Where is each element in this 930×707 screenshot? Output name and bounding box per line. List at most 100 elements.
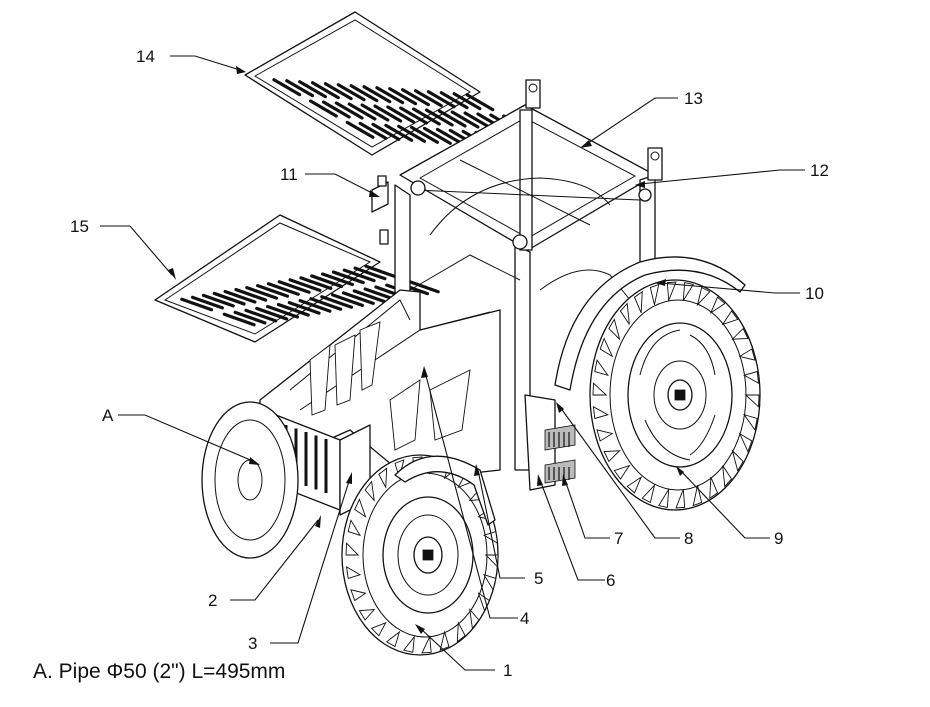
- grating-slot: [336, 83, 366, 102]
- grating-slot: [255, 306, 289, 321]
- grating-slot: [331, 270, 365, 285]
- grating-slot: [426, 90, 456, 109]
- grating-slot: [222, 312, 256, 327]
- tread-lug: [364, 480, 375, 502]
- tread-lug: [358, 609, 376, 621]
- grating-slot: [201, 293, 235, 308]
- grating-slot: [375, 86, 405, 105]
- grating-slot: [358, 121, 388, 140]
- grating-slot: [352, 289, 386, 304]
- grating-slot: [341, 291, 375, 305]
- grating-slot: [191, 295, 224, 310]
- grating-slot: [410, 125, 439, 144]
- tread-lug: [743, 413, 758, 432]
- grating-slot: [331, 293, 364, 307]
- grating-slot: [465, 93, 495, 112]
- tread-lug: [482, 530, 499, 545]
- grating-slot: [276, 302, 310, 317]
- grating-slot: [288, 278, 322, 292]
- grating-slot: [388, 87, 418, 106]
- grating-slot: [373, 104, 403, 123]
- tread-lug: [633, 290, 643, 313]
- tread-lug: [350, 589, 367, 602]
- grating-slot: [386, 105, 416, 124]
- small-plate-11: [371, 175, 389, 245]
- grating-slot: [406, 279, 440, 294]
- grating-slot: [347, 102, 377, 121]
- grating-slot: [298, 80, 327, 99]
- tread-lug: [421, 635, 432, 654]
- rear-wheel-tread: [592, 281, 760, 509]
- grating-slot: [323, 82, 353, 101]
- grating-slot: [463, 111, 493, 130]
- grating-slot: [287, 301, 321, 315]
- tread-lug: [731, 327, 749, 340]
- tread-lug: [626, 476, 643, 494]
- tread-lug: [469, 608, 480, 630]
- grating-slot: [422, 126, 452, 145]
- front-wheel: [341, 454, 499, 656]
- grating-slot: [310, 274, 344, 289]
- tread-lug: [599, 337, 614, 358]
- grating-slot: [384, 123, 414, 142]
- tread-lug: [592, 382, 608, 396]
- tread-lug: [682, 282, 694, 301]
- tread-lug: [709, 296, 726, 314]
- tread-lug: [743, 370, 760, 385]
- callout-labels: 14 15 11 13 12 10 A 2 3 5 4 1 6 7 8 9: [70, 47, 829, 680]
- grating-slot: [233, 310, 267, 325]
- grating-slot: [266, 304, 299, 319]
- grating-slot: [450, 110, 480, 129]
- grating-slot: [424, 108, 454, 127]
- callout-1: 1: [503, 661, 512, 680]
- tread-lug: [345, 542, 360, 556]
- tread-lug: [641, 483, 656, 504]
- grating-slot: [412, 107, 441, 126]
- tread-lug: [666, 281, 677, 301]
- tread-lug: [738, 348, 756, 361]
- callout-8: 8: [684, 529, 693, 548]
- tread-lug: [484, 554, 499, 568]
- grating-slot: [349, 84, 379, 103]
- grating-slot: [244, 308, 278, 323]
- grating-slot: [397, 124, 427, 143]
- grating-slot: [272, 78, 302, 97]
- grating-slot: [371, 122, 401, 141]
- footnote-pipe-spec: A. Pipe Φ50 (2") L=495mm: [33, 660, 286, 683]
- tread-lug: [596, 429, 614, 442]
- tread-lug: [354, 498, 367, 518]
- callout-9: 9: [774, 529, 783, 548]
- tread-lug: [721, 310, 739, 326]
- tread-lug: [385, 630, 401, 648]
- grating-slot: [345, 120, 375, 139]
- callout-15: 15: [70, 217, 89, 236]
- grating-slot: [399, 106, 428, 125]
- callout-5: 5: [534, 569, 543, 588]
- rear-wheel-right: [554, 256, 761, 511]
- grating-slot: [364, 264, 398, 279]
- grating-slot: [212, 291, 246, 306]
- tread-lug: [456, 621, 466, 643]
- tread-lug: [594, 358, 609, 377]
- callout-2: 2: [208, 591, 217, 610]
- tread-lug: [744, 394, 760, 408]
- tread-lug: [738, 432, 753, 453]
- grating-slot: [309, 99, 338, 118]
- grating-slot: [298, 299, 332, 313]
- callout-3: 3: [248, 634, 257, 653]
- grating-slot: [310, 81, 340, 100]
- grating-slot: [334, 101, 364, 120]
- grating-slot: [342, 268, 376, 283]
- grating-slot: [256, 284, 289, 298]
- grating-slot: [234, 287, 268, 302]
- tread-lug: [709, 477, 719, 500]
- tread-lug: [696, 286, 711, 307]
- tread-lug: [658, 489, 670, 508]
- grating-slot: [321, 100, 351, 119]
- callout-13: 13: [684, 89, 703, 108]
- grating-slot: [245, 286, 279, 300]
- tread-lug: [692, 485, 703, 507]
- grating-slot: [437, 109, 467, 128]
- callout-10: 10: [805, 284, 824, 303]
- callout-6: 6: [606, 571, 615, 590]
